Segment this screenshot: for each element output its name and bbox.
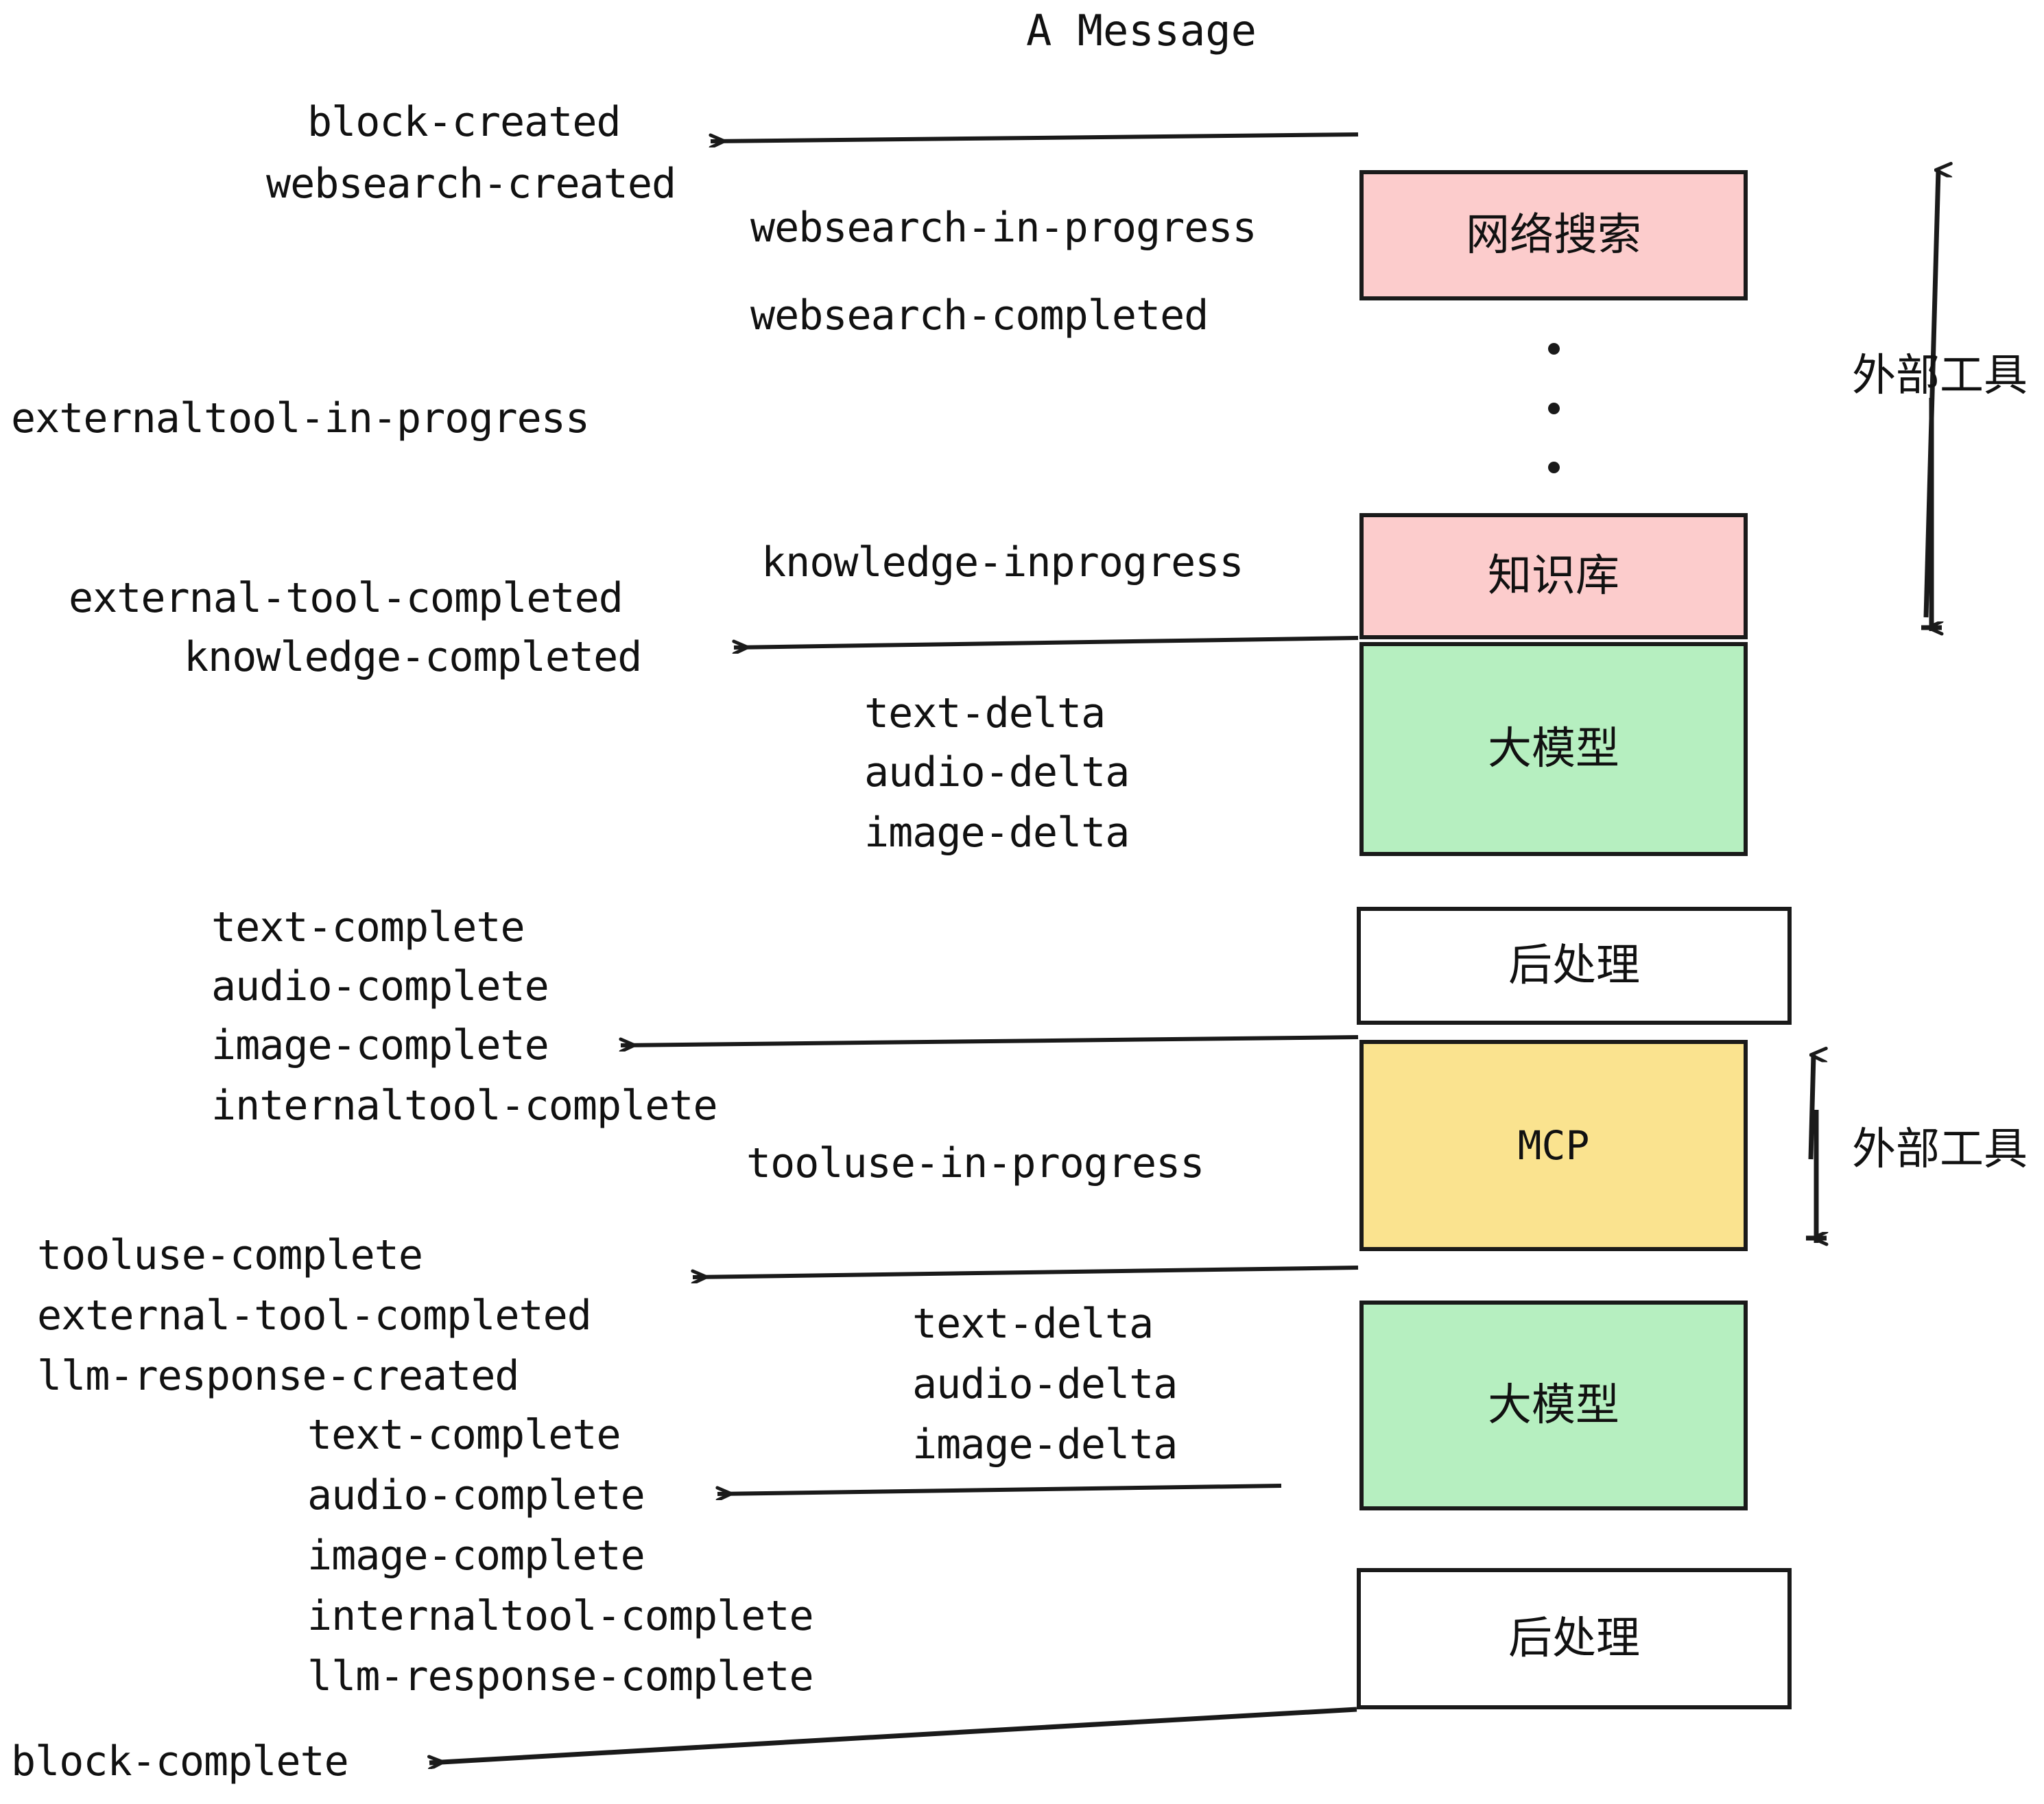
node-websearch-label: 网络搜索 <box>1466 210 1641 261</box>
node-mcp-label: MCP <box>1517 1122 1590 1169</box>
event-external-tool-completed-1: external-tool-completed <box>69 574 623 622</box>
node-llm-2-label: 大模型 <box>1488 1380 1619 1431</box>
event-audio-complete-1: audio-complete <box>211 962 549 1010</box>
node-knowledge[interactable]: 知识库 <box>1359 513 1748 639</box>
event-llm-response-complete: llm-response-complete <box>307 1652 814 1700</box>
event-internaltool-complete-1: internaltool-complete <box>211 1082 718 1130</box>
event-audio-complete-2: audio-complete <box>307 1471 645 1519</box>
event-tooluse-complete: tooluse-complete <box>37 1231 423 1279</box>
node-postprocess-1-label: 后处理 <box>1508 940 1640 991</box>
event-websearch-in-progress: websearch-in-progress <box>750 204 1257 252</box>
arrow-post2-to-block-complete <box>429 1707 1357 1763</box>
node-knowledge-label: 知识库 <box>1488 551 1619 602</box>
event-image-complete-2: image-complete <box>307 1532 645 1580</box>
node-postprocess-2-label: 后处理 <box>1508 1613 1640 1664</box>
node-postprocess-2[interactable]: 后处理 <box>1357 1568 1792 1709</box>
node-llm-1[interactable]: 大模型 <box>1359 642 1748 856</box>
event-block-created: block-created <box>307 98 621 146</box>
ellipsis-dot <box>1547 462 1560 473</box>
event-image-delta-2: image-delta <box>912 1421 1178 1469</box>
side-note-external-tool-top: 外部工具 <box>1852 351 2028 401</box>
event-block-complete: block-complete <box>11 1737 349 1785</box>
page-title: A Message <box>1026 5 1257 56</box>
event-image-delta-1: image-delta <box>864 809 1130 857</box>
arrow-knowledge-to-knowledge-completed <box>734 636 1359 648</box>
event-internaltool-complete-2: internaltool-complete <box>307 1592 814 1640</box>
event-text-complete-1: text-complete <box>211 903 525 951</box>
side-note-external-tool-bottom: 外部工具 <box>1852 1124 2028 1175</box>
arrow-post1-to-image-complete <box>621 1035 1359 1045</box>
node-websearch[interactable]: 网络搜索 <box>1359 170 1748 300</box>
ellipsis-dot <box>1547 343 1560 355</box>
event-websearch-completed: websearch-completed <box>750 292 1209 340</box>
event-tooluse-in-progress: tooluse-in-progress <box>746 1139 1204 1187</box>
node-llm-1-label: 大模型 <box>1488 724 1619 774</box>
event-text-delta-1: text-delta <box>864 689 1106 737</box>
event-external-tool-completed-2: external-tool-completed <box>37 1292 592 1340</box>
event-llm-response-created: llm-response-created <box>37 1352 519 1400</box>
node-mcp[interactable]: MCP <box>1359 1040 1748 1251</box>
event-knowledge-completed: knowledge-completed <box>184 633 642 681</box>
event-audio-delta-2: audio-delta <box>912 1360 1178 1408</box>
ellipsis-dot <box>1547 402 1560 414</box>
arrow-mcp-to-tooluse-complete <box>693 1266 1359 1277</box>
event-externaltool-in-progress: externaltool-in-progress <box>11 394 590 442</box>
event-audio-delta-1: audio-delta <box>864 748 1130 796</box>
event-text-complete-2: text-complete <box>307 1411 621 1459</box>
event-image-complete-1: image-complete <box>211 1021 549 1069</box>
arrow-external-tool-span-up-bottom <box>1808 1055 1814 1160</box>
arrow-websearch-to-block-created <box>711 132 1359 141</box>
arrow-llm2-to-audio-complete <box>717 1484 1282 1494</box>
node-postprocess-1[interactable]: 后处理 <box>1357 907 1792 1025</box>
event-websearch-created: websearch-created <box>266 160 676 208</box>
vertical-ellipsis <box>1547 343 1560 473</box>
event-knowledge-inprogress: knowledge-inprogress <box>761 538 1244 586</box>
node-llm-2[interactable]: 大模型 <box>1359 1301 1748 1510</box>
event-text-delta-2: text-delta <box>912 1300 1154 1348</box>
